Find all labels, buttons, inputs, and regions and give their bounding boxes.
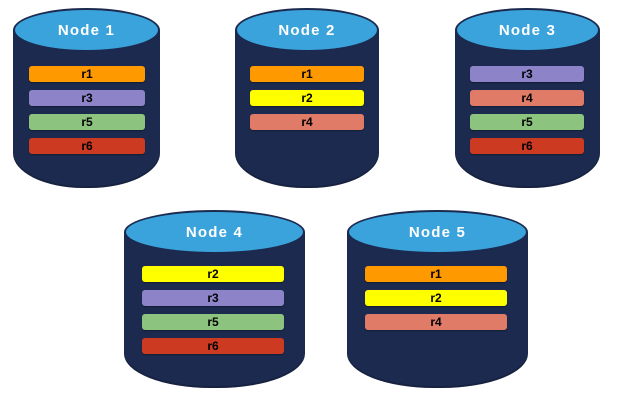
- replica-bar-r3[interactable]: r3: [29, 90, 145, 106]
- replica-bar-r4[interactable]: r4: [365, 314, 507, 330]
- cylinder-top: Node 1: [13, 8, 160, 52]
- database-node-2[interactable]: Node 2 r1 r2 r4: [235, 8, 379, 188]
- replica-list: r3 r4 r5 r6: [455, 66, 600, 154]
- replica-bar-r1[interactable]: r1: [365, 266, 507, 282]
- replica-bar-r3[interactable]: r3: [470, 66, 584, 82]
- replica-bar-r1[interactable]: r1: [29, 66, 145, 82]
- replica-list: r1 r2 r4: [235, 66, 379, 130]
- replica-bar-r2[interactable]: r2: [365, 290, 507, 306]
- node-label: Node 4: [185, 223, 244, 241]
- database-node-1[interactable]: Node 1 r1 r3 r5 r6: [13, 8, 160, 188]
- replica-bar-r2[interactable]: r2: [250, 90, 364, 106]
- cylinder-top: Node 5: [347, 210, 528, 254]
- database-node-5[interactable]: Node 5 r1 r2 r4: [347, 210, 528, 388]
- database-node-3[interactable]: Node 3 r3 r4 r5 r6: [455, 8, 600, 188]
- node-label: Node 3: [498, 21, 557, 39]
- replica-bar-r5[interactable]: r5: [470, 114, 584, 130]
- node-label: Node 2: [278, 21, 336, 39]
- replica-bar-r4[interactable]: r4: [250, 114, 364, 130]
- replica-list: r1 r2 r4: [347, 266, 528, 330]
- cylinder-body: [347, 232, 528, 388]
- replica-bar-r3[interactable]: r3: [142, 290, 284, 306]
- replica-bar-r6[interactable]: r6: [29, 138, 145, 154]
- database-node-4[interactable]: Node 4 r2 r3 r5 r6: [124, 210, 305, 388]
- replica-bar-r6[interactable]: r6: [142, 338, 284, 354]
- cylinder-top: Node 4: [124, 210, 305, 254]
- cylinder-body: [455, 30, 600, 188]
- replica-bar-r4[interactable]: r4: [470, 90, 584, 106]
- node-label: Node 1: [57, 21, 116, 39]
- cylinder-body: [235, 30, 379, 188]
- cylinder-top: Node 3: [455, 8, 600, 52]
- replica-bar-r5[interactable]: r5: [29, 114, 145, 130]
- cylinder-body: [13, 30, 160, 188]
- replica-bar-r2[interactable]: r2: [142, 266, 284, 282]
- cylinder-top: Node 2: [235, 8, 379, 52]
- replica-list: r2 r3 r5 r6: [124, 266, 305, 354]
- node-label: Node 5: [408, 223, 467, 241]
- replica-bar-r1[interactable]: r1: [250, 66, 364, 82]
- replica-bar-r6[interactable]: r6: [470, 138, 584, 154]
- replica-bar-r5[interactable]: r5: [142, 314, 284, 330]
- cylinder-body: [124, 232, 305, 388]
- replica-list: r1 r3 r5 r6: [13, 66, 160, 154]
